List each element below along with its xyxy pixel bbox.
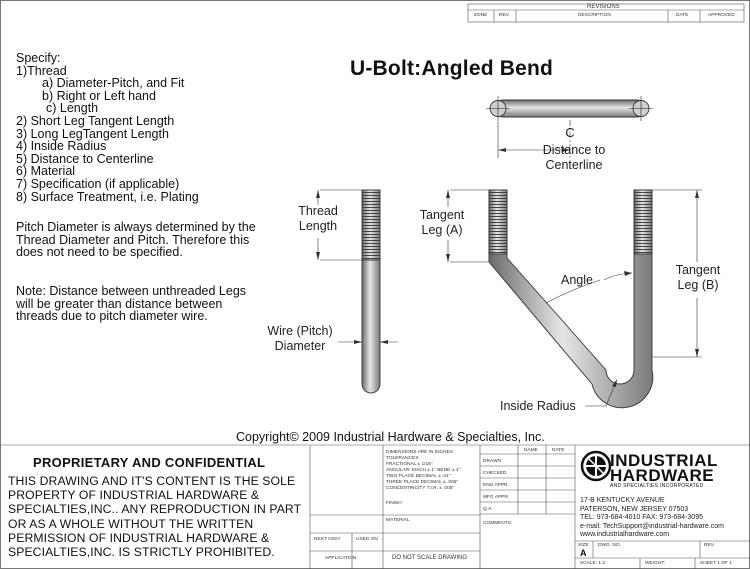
company-logo (580, 450, 612, 482)
weight-label: WEIGHT: (645, 561, 665, 566)
rev-description-label: DESCRIPTION (578, 13, 611, 18)
approvals-date-label: DATE (552, 448, 565, 453)
company-name: INDUSTRIAL HARDWARE AND SPECIALTIES INCO… (610, 451, 718, 490)
qa-label: Q.A. (483, 507, 493, 512)
eng-appr-label: ENG APPR. (483, 483, 509, 488)
centerline-symbol: C (565, 125, 575, 140)
sheet-label: SHEET 1 OF 1 (700, 561, 732, 566)
company-address: 17-B KENTUCKY AVENUE PATERSON, NEW JERSE… (580, 497, 724, 540)
specify-item-2: 2) Short Leg Tangent Length (16, 113, 175, 128)
do-not-scale-label: DO NOT SCALE DRAWING (392, 555, 468, 561)
thread-length-line1: Thread (298, 204, 338, 218)
tolerance-line-1: DIMENSIONS ARE IN INCHES (386, 450, 453, 455)
next-assy-label: NEXT ASSY (314, 537, 341, 542)
specify-item-1c: c) Length (46, 101, 99, 116)
tolerance-line-3: FRACTIONAL ± 1/16" (386, 462, 433, 467)
tangent-leg-b-line1: Tangent (675, 263, 721, 277)
tolerance-line-2: TOLERANCES: (386, 456, 420, 461)
pitch-note: Pitch Diameter is always determined by t… (16, 220, 256, 260)
company-tagline: AND SPECIALTIES INCORPORATED (610, 483, 704, 489)
tolerance-line-6: THREE PLACE DECIMAL ± .005" (386, 480, 459, 485)
angle-label: Angle (561, 273, 593, 287)
material-label: MATERIAL (386, 518, 410, 523)
title-block-frame (0, 444, 750, 569)
thread-length-label: Thread Length (286, 204, 350, 234)
specify-item-3: 3) Long LegTangent Length (16, 126, 169, 141)
distance-label-line1: Distance to (542, 143, 606, 157)
rev-rev-label: REV. (499, 13, 510, 18)
approvals-name-label: NAME (524, 448, 538, 453)
specify-item-5: 5) Distance to Centerline (16, 151, 154, 166)
specify-item-1: 1)Thread (16, 63, 67, 78)
tb-rev-label: REV. (704, 543, 715, 548)
specify-item-4: 4) Inside Radius (16, 139, 107, 154)
dwg-no-label: DWG. NO. (598, 543, 621, 548)
tangent-leg-a-label: Tangent Leg (A) (410, 208, 474, 238)
revision-block (467, 3, 745, 23)
top-view (486, 96, 653, 158)
specify-list: Specify: 1)Thread a) Diameter-Pitch, and… (16, 52, 199, 203)
wire-diameter-line2: Diameter (274, 339, 326, 353)
finish-label: FINISH (386, 501, 402, 506)
distance-label-line2: Centerline (545, 158, 603, 172)
legs-note: Note: Distance between unthreaded Legs w… (16, 284, 247, 324)
tolerance-block: DIMENSIONS ARE IN INCHES TOLERANCES: FRA… (386, 450, 460, 492)
drawn-label: DRAWN (483, 459, 501, 464)
inside-radius-label: Inside Radius (500, 399, 576, 413)
wire-diameter-line1: Wire (Pitch) (267, 324, 333, 338)
rev-date-label: DATE (676, 13, 689, 18)
tangent-leg-b-label: Tangent Leg (B) (666, 263, 730, 293)
size-value: A (580, 548, 587, 558)
wire-diameter-label: Wire (Pitch) Diameter (258, 324, 342, 354)
application-label: APPLICATION (325, 556, 357, 561)
thread-length-line2: Length (298, 219, 338, 233)
copyright: Copyright© 2009 Industrial Hardware & Sp… (236, 430, 545, 444)
straight-leg-view (316, 189, 398, 394)
mfg-appr-label: MFG APPR. (483, 495, 510, 500)
address-line1: 17-B KENTUCKY AVENUE (580, 497, 665, 504)
rev-approved-label: APPROVED (708, 13, 735, 18)
rev-zone-label: ZONE (474, 13, 488, 18)
tolerance-line-4: ANGULAR: MACH ± 1° BEND ± 1° (386, 468, 461, 473)
specify-item-6: 6) Material (16, 164, 76, 179)
page-title: U-Bolt:Angled Bend (350, 57, 554, 80)
specify-heading: Specify: (16, 51, 61, 65)
revisions-heading: REVISIONS (587, 4, 620, 10)
specify-item-8: 8) Surface Treatment, i.e. Plating (16, 189, 199, 204)
checked-label: CHECKED (483, 471, 507, 476)
phone-line: TEL: 973-684-4010 FAX: 973-684-3095 (580, 514, 703, 522)
address-line2: PATERSON, NEW JERSEY 07503 (580, 505, 689, 513)
email-line: e-mail: TechSupport@industrial-hardware.… (580, 522, 724, 530)
tolerance-line-5: TWO PLACE DECIMAL ± .01" (386, 474, 451, 479)
comments-label: COMMENTS: (483, 521, 513, 526)
tangent-leg-a-line1: Tangent (419, 208, 465, 222)
company-name-line2: HARDWARE (610, 466, 715, 485)
specify-item-7: 7) Specification (if applicable) (16, 176, 180, 191)
tangent-leg-a-line2: Leg (A) (421, 223, 463, 237)
proprietary-heading: PROPRIETARY AND CONFIDENTIAL (33, 455, 266, 470)
tolerance-line-7: CONCENTRICITY T.I.R. ± .005" (386, 486, 455, 491)
scale-label: SCALE: 1:2 (580, 561, 606, 566)
distance-label: Distance to Centerline (534, 143, 614, 173)
size-label: SIZE (578, 543, 589, 548)
specify-item-1b: b) Right or Left hand (42, 88, 156, 103)
angled-ubolt-view (446, 189, 702, 409)
specify-item-1a: a) Diameter-Pitch, and Fit (42, 76, 185, 91)
tangent-leg-b-line2: Leg (B) (677, 278, 719, 292)
web-line: www.industrialhardware.com (580, 531, 670, 539)
proprietary-text: THIS DRAWING AND IT'S CONTENT IS THE SOL… (8, 474, 301, 560)
company-name-line1: INDUSTRIAL (610, 451, 718, 470)
used-on-label: USED ON (356, 537, 378, 542)
